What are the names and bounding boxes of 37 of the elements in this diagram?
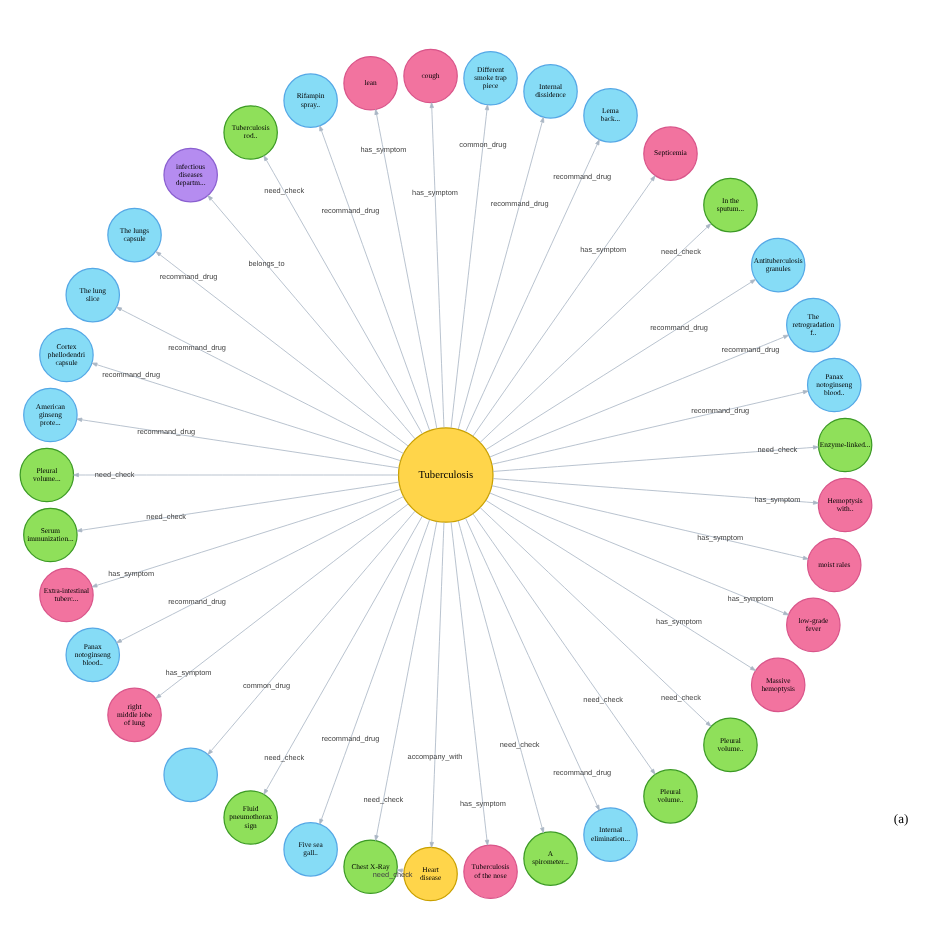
- arrow: [479, 222, 712, 442]
- arrow: [155, 250, 409, 446]
- arrow: [491, 389, 809, 464]
- arrow: [73, 471, 399, 477]
- arrow: [492, 444, 819, 471]
- arrow: [457, 115, 545, 429]
- arrow: [76, 480, 400, 532]
- arrow: [472, 512, 656, 774]
- arrow: [263, 514, 423, 794]
- arrow: [429, 101, 445, 428]
- arrow: [116, 495, 404, 643]
- arrow: [450, 520, 490, 845]
- arrow: [472, 174, 656, 436]
- arrow: [374, 520, 438, 840]
- arrow: [450, 103, 490, 428]
- arrow: [207, 509, 416, 754]
- arrow: [319, 124, 430, 430]
- arrow: [465, 138, 600, 432]
- arrow: [485, 498, 756, 670]
- arrow: [263, 154, 423, 434]
- arrow: [155, 502, 409, 698]
- arrow: [91, 487, 401, 587]
- arrow: [76, 416, 400, 468]
- arrow: [479, 506, 712, 726]
- arrow: [489, 333, 789, 457]
- arrow: [492, 477, 819, 504]
- arrow: [91, 361, 401, 461]
- arrow: [491, 484, 809, 559]
- arrow: [116, 305, 404, 453]
- arrow: [207, 194, 416, 439]
- arrow: [489, 491, 789, 615]
- arrow: [465, 516, 600, 810]
- arrow: [457, 519, 545, 833]
- arrow: [374, 108, 438, 428]
- arrow: [429, 520, 445, 847]
- arrow: [319, 518, 430, 824]
- arrow: [485, 278, 756, 450]
